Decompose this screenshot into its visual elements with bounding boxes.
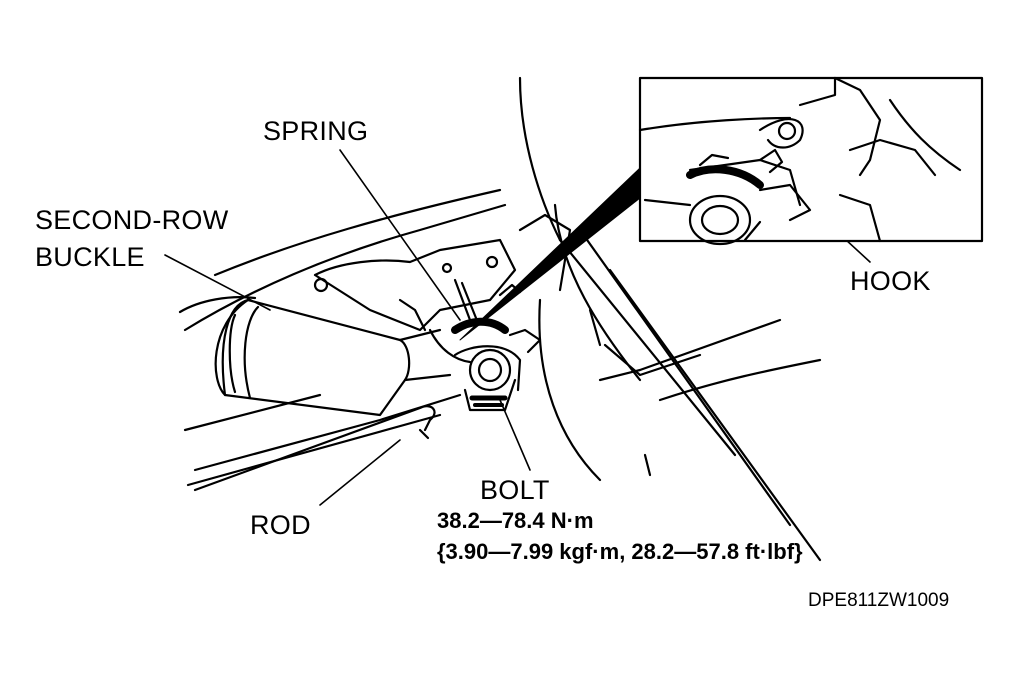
seat-frame-lines	[178, 76, 822, 562]
bolt-label: BOLT	[480, 475, 550, 505]
figure-code: DPE811ZW1009	[808, 590, 950, 611]
second-row-buckle	[214, 298, 452, 417]
hook-label: HOOK	[850, 266, 931, 296]
rod-label: ROD	[250, 510, 311, 540]
spring-label: SPRING	[263, 116, 369, 146]
rod	[193, 405, 436, 492]
anchor-bracket	[313, 213, 572, 364]
second-row-label-line1: SECOND-ROW	[35, 205, 229, 235]
torque-alt-units: {3.90—7.99 kgf·m, 28.2—57.8 ft·lbf}	[437, 539, 803, 564]
torque-metric: 38.2—78.4 N·m	[437, 508, 594, 533]
second-row-label-line2: BUCKLE	[35, 242, 145, 272]
inset-detail	[638, 76, 984, 246]
bolt	[453, 345, 522, 412]
